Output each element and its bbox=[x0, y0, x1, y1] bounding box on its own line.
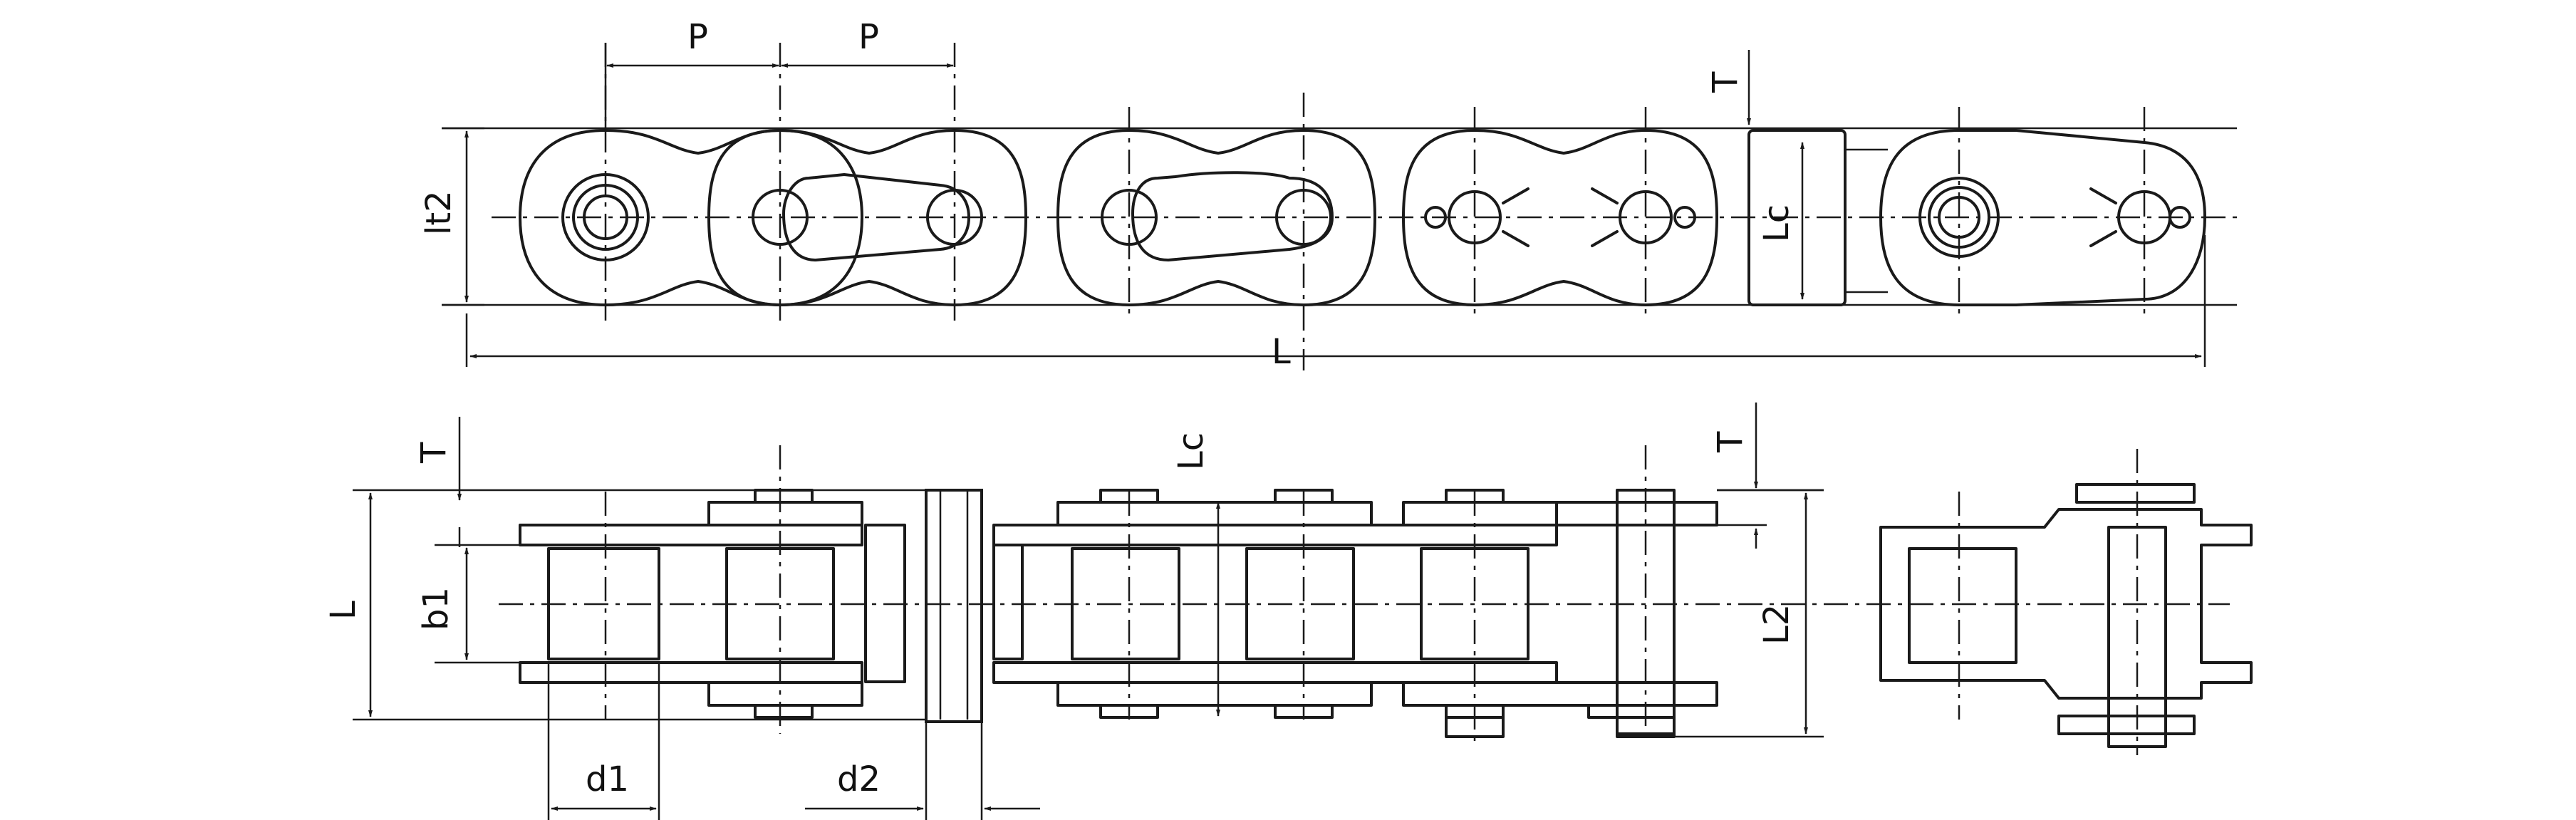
link-plate-4 bbox=[1402, 129, 1718, 306]
thickness-label-top: T bbox=[1705, 71, 1745, 93]
d2-label: d2 bbox=[837, 759, 881, 799]
pitch-label-2: P bbox=[858, 17, 879, 57]
l2-label: L2 bbox=[1757, 604, 1797, 645]
pitch-label-1: P bbox=[687, 17, 708, 57]
inner-plate-slot-2 bbox=[1131, 171, 1334, 261]
connecting-pin bbox=[925, 489, 983, 723]
inner-width-label: b1 bbox=[416, 587, 456, 630]
chain-side-view: L b1 T T Lc L2 d1 d2 bbox=[323, 403, 2253, 820]
overall-length-label: L bbox=[1272, 332, 1291, 372]
d1-label: d1 bbox=[586, 759, 629, 799]
plate-height-label: lt2 bbox=[419, 190, 459, 235]
thickness-label-right: T bbox=[1710, 431, 1750, 453]
lc-label-top: Lc bbox=[1757, 204, 1797, 242]
lc-label-side: Lc bbox=[1171, 432, 1211, 470]
inner-plate-slot-1 bbox=[782, 173, 970, 261]
link-plate-5 bbox=[1879, 129, 2206, 306]
thickness-label-left: T bbox=[414, 442, 454, 464]
end-link bbox=[1879, 483, 2253, 748]
outer-width-label: L bbox=[323, 601, 363, 620]
link-plate-3 bbox=[1056, 129, 1376, 306]
chain-top-view: P P lt2 T Lc L bbox=[419, 17, 2237, 372]
